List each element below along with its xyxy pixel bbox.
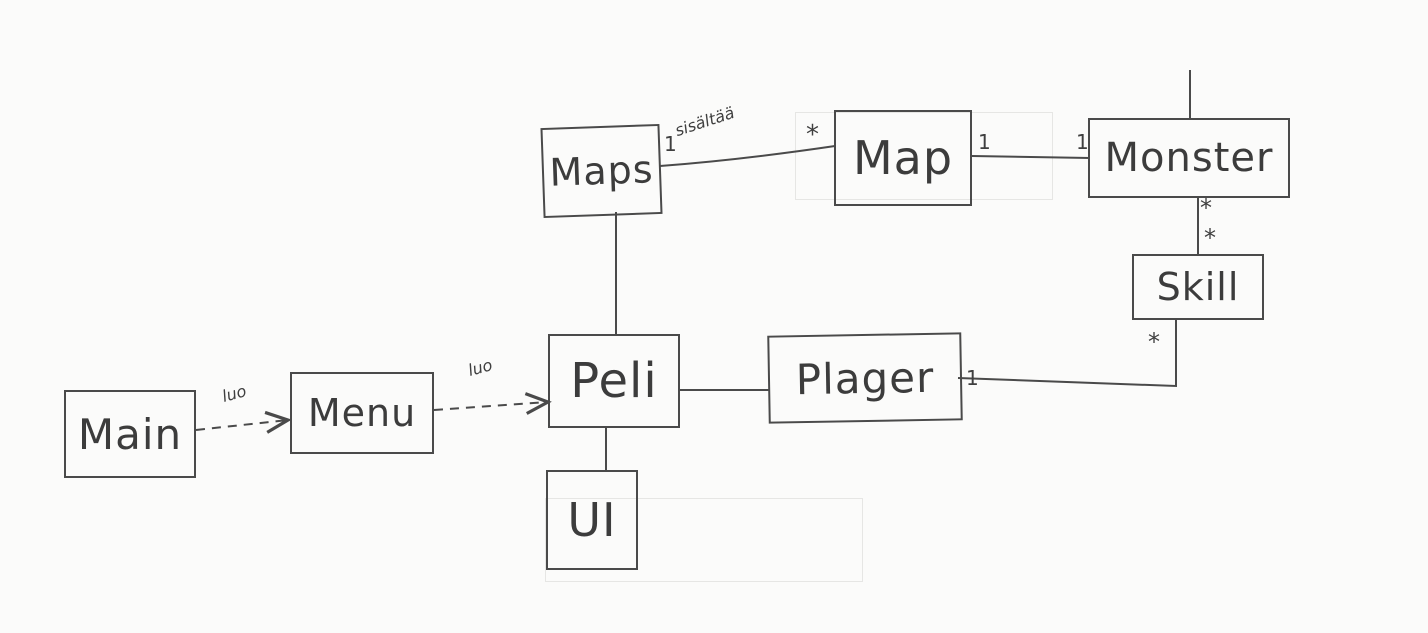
class-skill-label: Skill bbox=[1156, 265, 1240, 309]
class-maps[interactable]: Maps bbox=[540, 123, 663, 219]
monster-skill-mult-skill: * bbox=[1204, 224, 1216, 252]
class-player[interactable]: Plager bbox=[767, 332, 963, 424]
class-skill[interactable]: Skill bbox=[1132, 254, 1264, 320]
erased-box-ghost bbox=[545, 498, 863, 582]
class-monster[interactable]: Monster bbox=[1088, 118, 1290, 198]
class-map[interactable]: Map bbox=[834, 110, 972, 206]
map-monster-mult-map: 1 bbox=[978, 130, 991, 154]
erased-box-ghost bbox=[795, 112, 1053, 200]
class-menu-label: Menu bbox=[307, 391, 417, 435]
skill-player-line bbox=[957, 318, 1177, 388]
class-monster-label: Monster bbox=[1104, 135, 1274, 181]
class-player-label: Plager bbox=[795, 352, 935, 404]
maps-map-mult-map: * bbox=[806, 120, 819, 150]
class-peli[interactable]: Peli bbox=[548, 334, 680, 428]
main-menu-dependency bbox=[195, 410, 292, 434]
monster-skill-mult-monster: * bbox=[1200, 194, 1212, 222]
class-peli-label: Peli bbox=[570, 353, 658, 409]
class-map-label: Map bbox=[852, 131, 954, 185]
skill-player-mult-player: 1 bbox=[966, 366, 979, 390]
map-monster-mult-monster: 1 bbox=[1076, 130, 1089, 154]
class-ui-label: UI bbox=[567, 493, 617, 547]
skill-player-mult-skill: * bbox=[1148, 328, 1160, 356]
class-main-label: Main bbox=[77, 409, 183, 459]
map-monster-line bbox=[971, 155, 1091, 159]
menu-peli-dependency bbox=[433, 392, 552, 415]
class-maps-label: Maps bbox=[548, 147, 655, 195]
class-menu[interactable]: Menu bbox=[290, 372, 434, 454]
class-ui[interactable]: UI bbox=[546, 470, 638, 570]
class-main[interactable]: Main bbox=[64, 390, 196, 478]
maps-map-line bbox=[659, 145, 836, 167]
maps-map-mult-maps: 1 bbox=[664, 132, 677, 156]
